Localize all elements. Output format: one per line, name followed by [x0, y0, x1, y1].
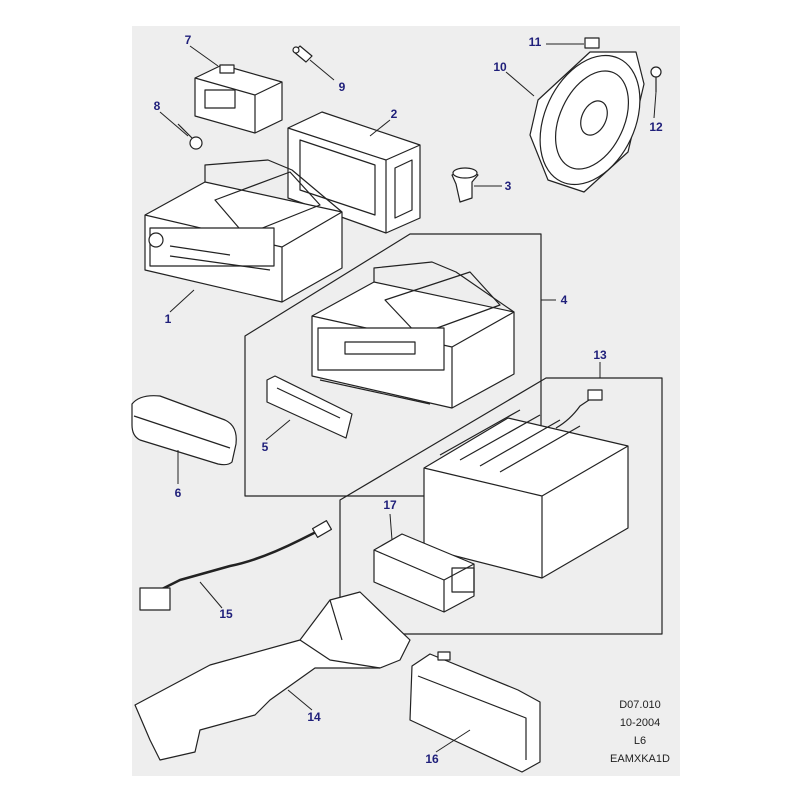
callout-13: 13 [593, 348, 607, 362]
callout-2: 2 [390, 107, 398, 121]
part-4-audio-unit [311, 261, 515, 409]
callout-3: 3 [504, 179, 512, 193]
callout-11: 11 [528, 35, 542, 49]
part-11-clip [584, 37, 600, 49]
diagram-code: D07.010 [619, 699, 661, 711]
diagram-date: 10-2004 [619, 717, 661, 729]
diagram-level: L6 [633, 735, 647, 747]
part-2-mounting-sleeve [287, 111, 421, 234]
callout-12: 12 [649, 120, 663, 134]
part-7-switch-pack [194, 64, 283, 134]
callout-1: 1 [164, 312, 172, 326]
part-1-radio-unit [144, 159, 343, 303]
callout-5: 5 [261, 440, 269, 454]
part-3-cap [451, 167, 479, 203]
part-5-button-strip [266, 375, 353, 439]
part-9-bulb [292, 45, 313, 63]
part-6-cover [131, 395, 237, 466]
part-code: EAMXKA1D [610, 753, 670, 765]
part-12-screw [650, 66, 662, 92]
part-14-bracket [134, 591, 411, 761]
part-10-speaker [529, 51, 645, 193]
part-16-trim-panel [409, 651, 541, 773]
callout-15: 15 [219, 607, 233, 621]
callout-8: 8 [153, 99, 161, 113]
part-17-cd-magazine [373, 533, 475, 613]
leader-lines [159, 43, 657, 753]
callout-9: 9 [338, 80, 346, 94]
callout-17: 17 [383, 498, 397, 512]
callout-10: 10 [493, 60, 507, 74]
callout-14: 14 [307, 710, 321, 724]
part-8-screw [177, 123, 203, 150]
callout-7: 7 [184, 33, 192, 47]
callout-6: 6 [174, 486, 182, 500]
group-box-4 [244, 233, 542, 497]
callout-4: 4 [560, 293, 568, 307]
part-13-cd-changer [423, 389, 629, 579]
part-15-cable [139, 520, 333, 611]
callout-16: 16 [425, 752, 439, 766]
